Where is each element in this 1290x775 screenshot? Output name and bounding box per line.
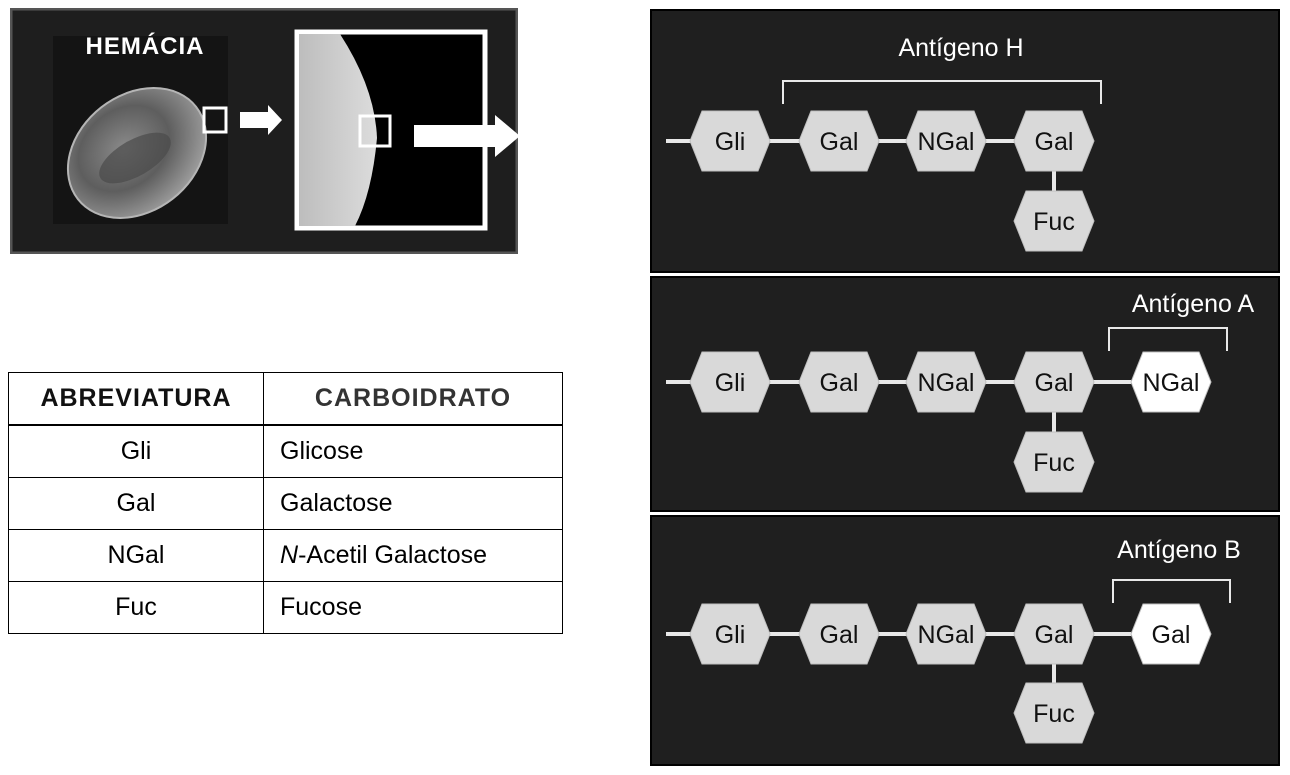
carbohydrate-cell: Galactose: [263, 477, 563, 530]
antigen-2-sugar-0-label: Gli: [715, 621, 746, 649]
cell-zoom-marker: [202, 106, 228, 134]
antigen-2-title: Antígeno B: [1117, 536, 1241, 564]
antigen-0-branch-hexagon: [1013, 190, 1095, 252]
carbohydrate-rest: -Acetil Galactose: [298, 541, 488, 569]
antigen-2-sugar-1-hexagon: [798, 603, 880, 665]
antigen-0-sugar-2-label: NGal: [918, 128, 975, 156]
header-abbreviation: ABREVIATURA: [8, 372, 264, 426]
abbreviation-table: ABREVIATURA CARBOIDRATO Gli Glicose Gal …: [8, 372, 563, 634]
antigen-2-branch-hexagon: [1013, 682, 1095, 744]
table-row: Fuc Fucose: [8, 581, 563, 634]
carbohydrate-cell: Glicose: [263, 424, 563, 478]
antigen-0-sugar-0-hexagon: [689, 110, 771, 172]
carbohydrate-prefix: N: [280, 541, 299, 569]
antigen-2-terminal-hexagon: [1130, 603, 1212, 665]
antigen-1-sugar-1-hexagon: [798, 351, 880, 413]
antigen-1-sugar-0-hexagon: [689, 351, 771, 413]
antigen-2-sugar-3-label: Gal: [1035, 621, 1074, 649]
antigen-0-sugar-3-hexagon: [1013, 110, 1095, 172]
antigen-1-sugar-3-hexagon: [1013, 351, 1095, 413]
antigen-1-sugar-0-label: Gli: [715, 369, 746, 397]
abbr-cell: Fuc: [8, 581, 264, 634]
antigen-2-bracket: [1112, 579, 1231, 603]
antigen-1-branch-hexagon: [1013, 431, 1095, 493]
carbohydrate-cell: Fucose: [263, 581, 563, 634]
zoom-arrow-1: [240, 105, 282, 135]
antigen-0-sugar-2-hexagon: [905, 110, 987, 172]
antigen-1-terminal-label: NGal: [1143, 369, 1200, 397]
header-carbohydrate: CARBOIDRATO: [263, 372, 563, 426]
zoom-arrow-2: [414, 115, 518, 157]
antigen-2-sugar-0-hexagon: [689, 603, 771, 665]
antigen-2-sugar-1-label: Gal: [820, 621, 859, 649]
table-row: NGal N-Acetil Galactose: [8, 529, 563, 582]
antigen-2-sugar-2-label: NGal: [918, 621, 975, 649]
antigen-2-terminal-label: Gal: [1152, 621, 1191, 649]
antigen-1-sugar-1-label: Gal: [820, 369, 859, 397]
antigen-0-title: Antígeno H: [898, 34, 1023, 62]
antigen-1-branch-label: Fuc: [1033, 449, 1075, 477]
antigen-0-sugar-3-label: Gal: [1035, 128, 1074, 156]
antigen-0-bracket: [782, 80, 1102, 104]
antigen-0-sugar-1-hexagon: [798, 110, 880, 172]
hemacia-label: HEMÁCIA: [86, 32, 205, 60]
antigen-1-terminal-hexagon: [1130, 351, 1212, 413]
abbr-cell: NGal: [8, 529, 264, 582]
table-header-row: ABREVIATURA CARBOIDRATO: [8, 372, 563, 426]
cell-concavity: [99, 132, 171, 184]
antigen-1-sugar-2-hexagon: [905, 351, 987, 413]
table-row: Gli Glicose: [8, 424, 563, 478]
antigen-0-sugar-0-label: Gli: [715, 128, 746, 156]
hemacia-illustration: HEMÁCIA: [10, 8, 518, 254]
antigen-2-sugar-2-hexagon: [905, 603, 987, 665]
membrane-zoom-marker: [358, 114, 392, 148]
zoomed-membrane: [299, 34, 377, 226]
abbr-cell: Gli: [8, 424, 264, 478]
antigen-2-sugar-3-hexagon: [1013, 603, 1095, 665]
table-row: Gal Galactose: [8, 477, 563, 530]
carbohydrate-cell: N-Acetil Galactose: [263, 529, 563, 582]
antigen-1-sugar-2-label: NGal: [918, 369, 975, 397]
antigen-1-title: Antígeno A: [1132, 290, 1255, 318]
antigen-0-branch-label: Fuc: [1033, 208, 1075, 236]
antigen-1-bracket: [1108, 327, 1228, 351]
abbr-cell: Gal: [8, 477, 264, 530]
antigen-2-branch-label: Fuc: [1033, 700, 1075, 728]
antigen-0-sugar-1-label: Gal: [820, 128, 859, 156]
antigen-1-sugar-3-label: Gal: [1035, 369, 1074, 397]
